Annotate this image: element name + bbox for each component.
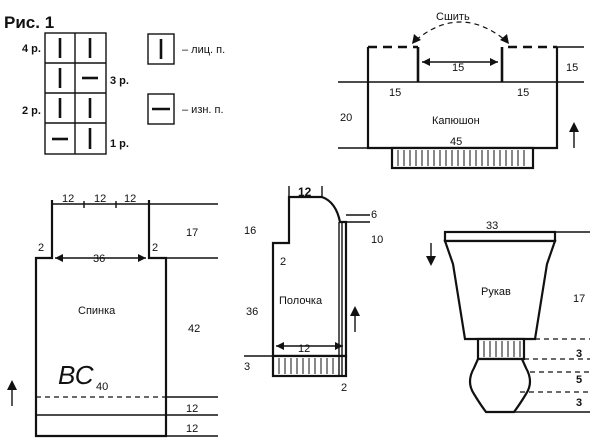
front-width: 12 — [298, 343, 310, 355]
legend-knit: – лиц. п. — [147, 33, 225, 65]
hood-right-top: 15 — [517, 87, 529, 99]
sleeve-piece — [426, 230, 590, 414]
hood-left-height: 20 — [340, 112, 352, 124]
row-3-label: 3 р. — [110, 75, 129, 87]
hood-top-gap: 15 — [452, 62, 464, 74]
back-armhole-height: 17 — [186, 227, 198, 239]
back-width: 36 — [93, 253, 105, 265]
sleeve-top-width: 33 — [486, 220, 498, 232]
back-lower-b: 12 — [186, 423, 198, 435]
front-edge: 2 — [341, 382, 347, 394]
front-ribbing — [278, 358, 334, 374]
row-1-label: 1 р. — [110, 138, 129, 150]
back-lower-a: 12 — [186, 403, 198, 415]
hood-ribbing — [397, 150, 525, 166]
stitch-chart — [44, 32, 107, 155]
hood-label: Капюшон — [432, 115, 480, 127]
sleeve-label: Рукав — [481, 286, 511, 298]
figure-title: Рис. 1 — [4, 13, 54, 32]
sleeve-cuff-lower: 5 — [576, 374, 582, 386]
back-left-notch: 2 — [38, 242, 44, 254]
front-piece — [244, 186, 370, 378]
legend-purl-label: – изн. п. — [182, 104, 224, 116]
front-neck-drop: 6 — [371, 209, 377, 221]
hood-piece — [338, 21, 584, 170]
sleeve-bottom: 3 — [576, 397, 582, 409]
back-piece — [7, 200, 218, 438]
hood-bottom-width: 45 — [450, 136, 462, 148]
row-4-label: 4 р. — [22, 43, 41, 55]
front-left-top: 16 — [244, 225, 256, 237]
sleeve-ribbing — [483, 341, 521, 357]
hood-right-height: 15 — [566, 62, 578, 74]
back-neck-a: 12 — [62, 193, 74, 205]
front-label: Полочка — [279, 295, 323, 307]
back-body-height: 42 — [188, 323, 200, 335]
back-mark-40: 40 — [96, 381, 108, 393]
row-2-label: 2 р. — [22, 105, 41, 117]
back-label: Спинка — [78, 305, 116, 317]
hood-left-top: 15 — [389, 87, 401, 99]
back-neck-c: 12 — [124, 193, 136, 205]
legend-purl: – изн. п. — [147, 93, 224, 125]
back-handwriting: ВС — [58, 360, 94, 390]
front-rib: 3 — [244, 361, 250, 373]
sleeve-height: 17 — [573, 293, 585, 305]
front-height: 36 — [246, 306, 258, 318]
front-shoulder: 12 — [298, 185, 312, 199]
sleeve-cuff: 3 — [576, 348, 582, 360]
front-band: 10 — [371, 234, 383, 246]
front-notch: 2 — [280, 256, 286, 268]
back-right-notch: 2 — [152, 242, 158, 254]
hood-sew-label: Сшить — [436, 11, 470, 23]
back-neck-b: 12 — [94, 193, 106, 205]
legend-knit-label: – лиц. п. — [182, 44, 225, 56]
